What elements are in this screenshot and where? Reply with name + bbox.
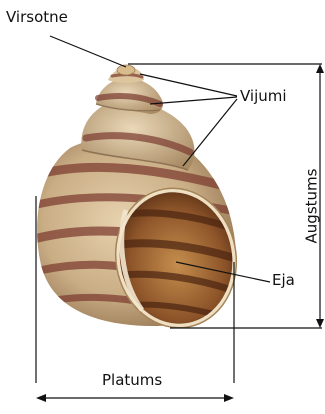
apex-leader	[50, 36, 126, 67]
whorl-leader-2	[150, 97, 237, 104]
width-arrow-right	[224, 394, 234, 402]
whorl-leader-3	[183, 99, 237, 166]
width-label: Platums	[102, 373, 162, 388]
apex-label: Virsotne	[6, 10, 68, 25]
height-arrow-top	[316, 64, 324, 73]
aperture-label: Eja	[272, 273, 295, 288]
width-arrow-left	[36, 394, 46, 402]
whorls-label: Vijumi	[238, 88, 289, 105]
height-label: Augstums	[305, 169, 320, 244]
height-arrow-bottom	[316, 319, 324, 328]
